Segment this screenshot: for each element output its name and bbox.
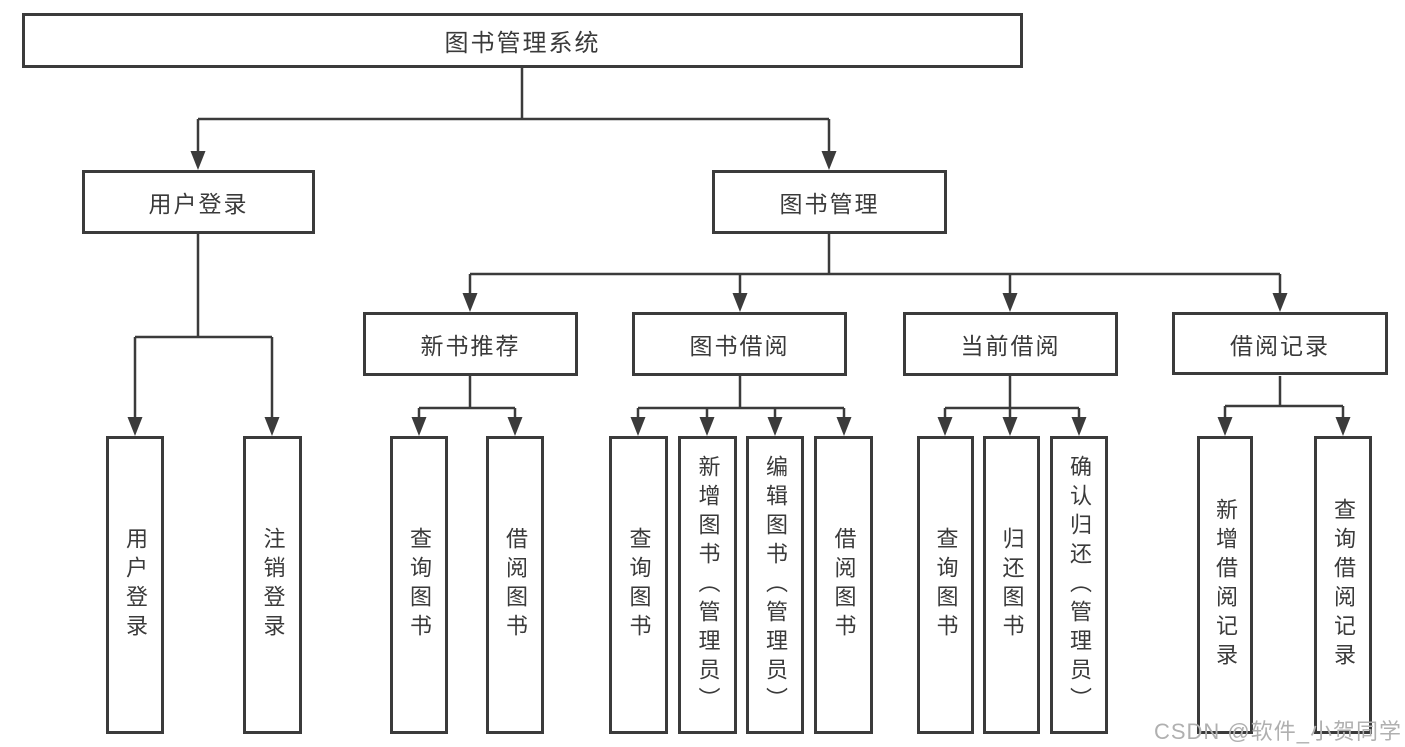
leaf-confirm-return-admin: 确认归还（管理员） <box>1050 436 1108 734</box>
leaf-add-books-admin: 新增图书（管理员） <box>678 436 737 734</box>
node-new-book-recommendation: 新书推荐 <box>363 312 578 376</box>
csdn-watermark: CSDN @软件_小贺同学 <box>1153 719 1402 744</box>
leaf-logout: 注销登录 <box>243 436 302 734</box>
node-current-borrowing: 当前借阅 <box>903 312 1118 376</box>
leaf-edit-books-admin: 编辑图书（管理员） <box>746 436 804 734</box>
leaf-borrow-books-1: 借阅图书 <box>486 436 544 734</box>
node-user-login: 用户登录 <box>82 170 315 234</box>
node-book-management: 图书管理 <box>712 170 947 234</box>
leaf-borrow-books-2: 借阅图书 <box>814 436 873 734</box>
node-library-management-system: 图书管理系统 <box>22 13 1023 68</box>
leaf-user-login: 用户登录 <box>106 436 164 734</box>
leaf-query-books-1: 查询图书 <box>390 436 448 734</box>
leaf-query-borrow-record: 查询借阅记录 <box>1314 436 1372 734</box>
leaf-return-books: 归还图书 <box>983 436 1040 734</box>
leaf-query-books-2: 查询图书 <box>609 436 668 734</box>
node-book-borrowing: 图书借阅 <box>632 312 847 376</box>
leaf-query-books-3: 查询图书 <box>917 436 974 734</box>
arrowheads <box>127 151 1351 436</box>
leaf-add-borrow-record: 新增借阅记录 <box>1197 436 1253 734</box>
node-borrowing-records: 借阅记录 <box>1172 312 1388 375</box>
